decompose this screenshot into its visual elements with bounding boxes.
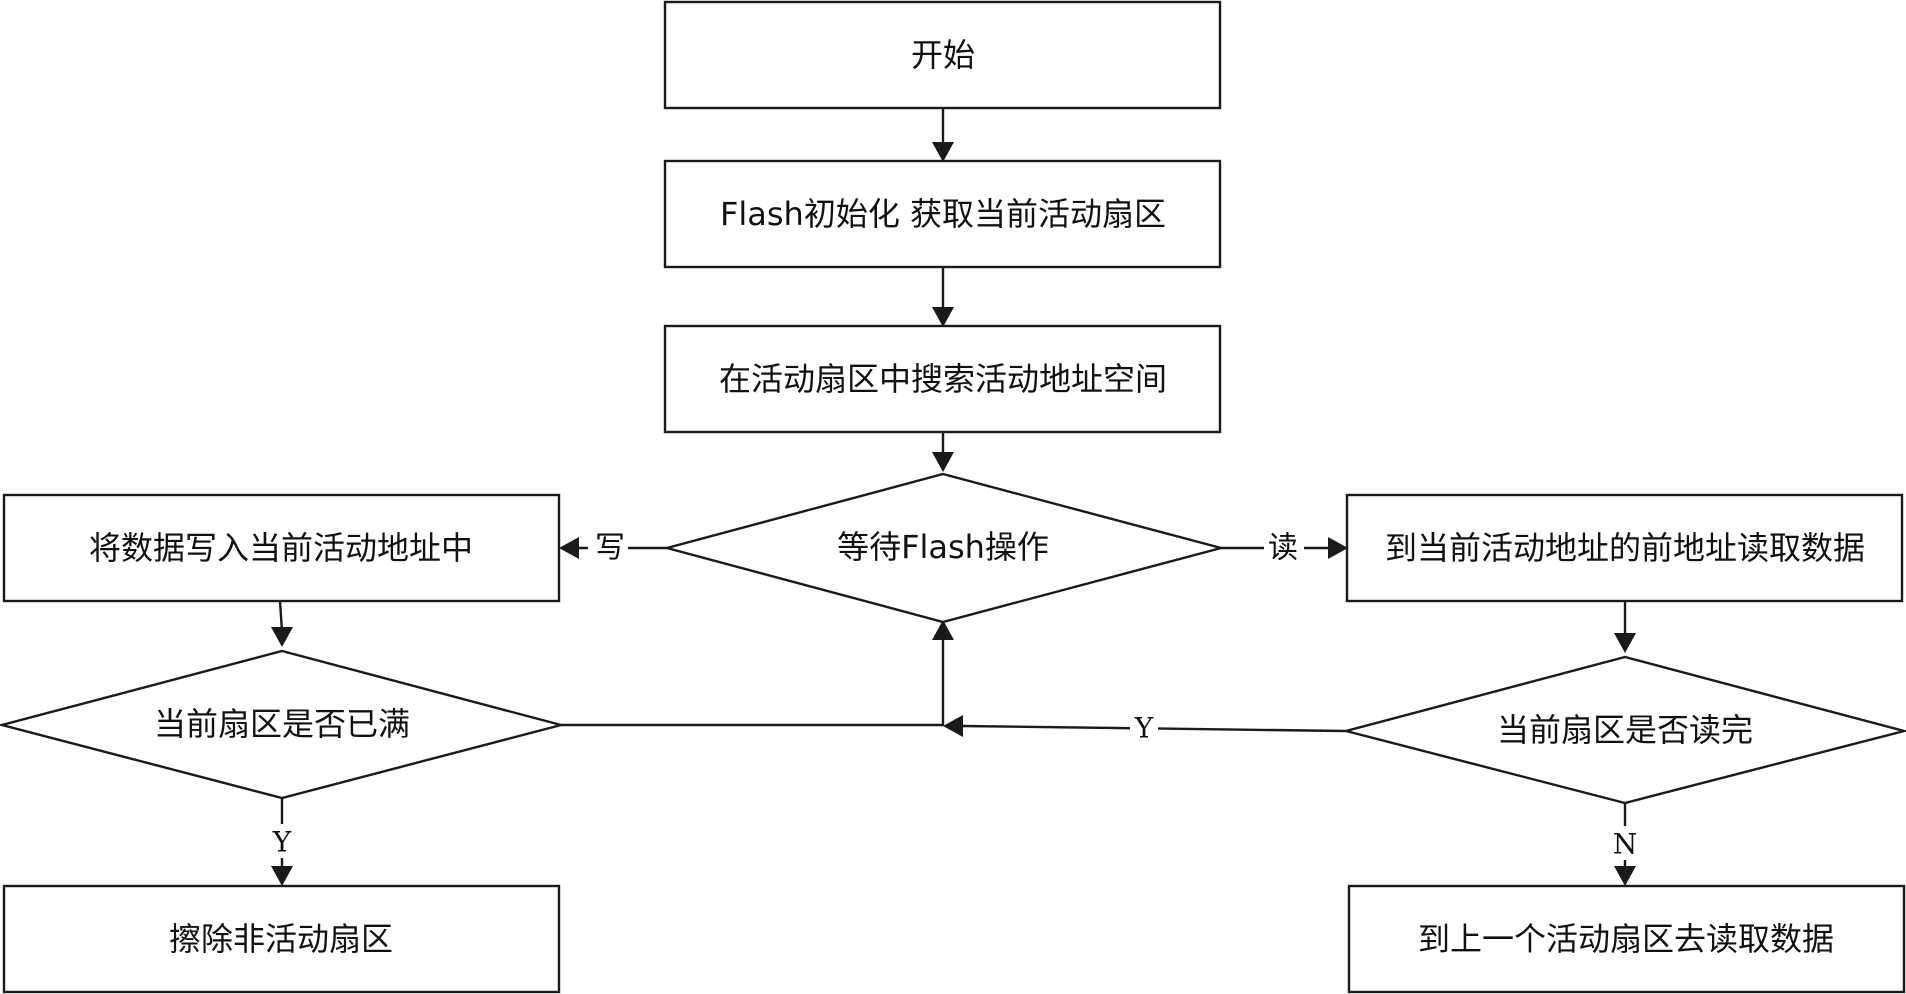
wait-operation-decision: 等待Flash操作 — [662, 472, 1226, 624]
start-node-label: 开始 — [911, 36, 975, 74]
read-branch-label: 读 — [1268, 531, 1298, 566]
read-data-node: 到当前活动地址的前地址读取数据 — [1345, 493, 1904, 603]
arrow-heads — [271, 142, 1636, 886]
read-prev-sector-node-label: 到上一个活动扇区去读取数据 — [1418, 920, 1834, 958]
edge-write-to-full — [278, 600, 284, 632]
arrow-down-icon — [1614, 633, 1636, 653]
arrow-down-icon — [271, 627, 293, 647]
read-done-yes-label: Y — [1134, 712, 1154, 745]
write-data-node-label: 将数据写入当前活动地址中 — [89, 529, 473, 567]
edge-full-no-to-wait — [561, 638, 945, 727]
erase-inactive-node: 擦除非活动扇区 — [2, 884, 561, 994]
write-data-node: 将数据写入当前活动地址中 — [2, 493, 561, 603]
read-prev-sector-node: 到上一个活动扇区去读取数据 — [1347, 884, 1906, 994]
arrow-up-icon — [932, 620, 954, 640]
read-done-no-label: N — [1613, 828, 1638, 861]
start-node: 开始 — [663, 0, 1222, 110]
sector-read-done-decision-label: 当前扇区是否读完 — [1497, 711, 1753, 749]
arrow-right-icon — [1328, 537, 1348, 559]
arrow-left-icon — [943, 715, 963, 737]
wait-operation-decision-label: 等待Flash操作 — [837, 528, 1049, 566]
sector-full-decision: 当前扇区是否已满 — [0, 649, 566, 800]
search-address-node: 在活动扇区中搜索活动地址空间 — [663, 324, 1222, 434]
arrow-left-icon — [559, 537, 579, 559]
arrow-down-icon — [271, 866, 293, 886]
sector-read-done-decision: 当前扇区是否读完 — [1341, 655, 1906, 805]
flash-init-node-label: Flash初始化 获取当前活动扇区 — [720, 195, 1166, 233]
search-address-node-label: 在活动扇区中搜索活动地址空间 — [719, 360, 1167, 398]
edge-labels: 写 读 Y Y N — [268, 528, 1639, 861]
sector-full-decision-label: 当前扇区是否已满 — [154, 705, 410, 743]
arrow-down-icon — [932, 307, 954, 327]
erase-inactive-node-label: 擦除非活动扇区 — [169, 920, 393, 958]
read-data-node-label: 到当前活动地址的前地址读取数据 — [1385, 529, 1865, 567]
arrow-down-icon — [932, 452, 954, 472]
arrow-down-icon — [932, 142, 954, 162]
arrow-down-icon — [1614, 866, 1636, 886]
flash-init-node: Flash初始化 获取当前活动扇区 — [663, 159, 1222, 269]
write-branch-label: 写 — [595, 531, 625, 566]
full-yes-label: Y — [272, 826, 292, 859]
